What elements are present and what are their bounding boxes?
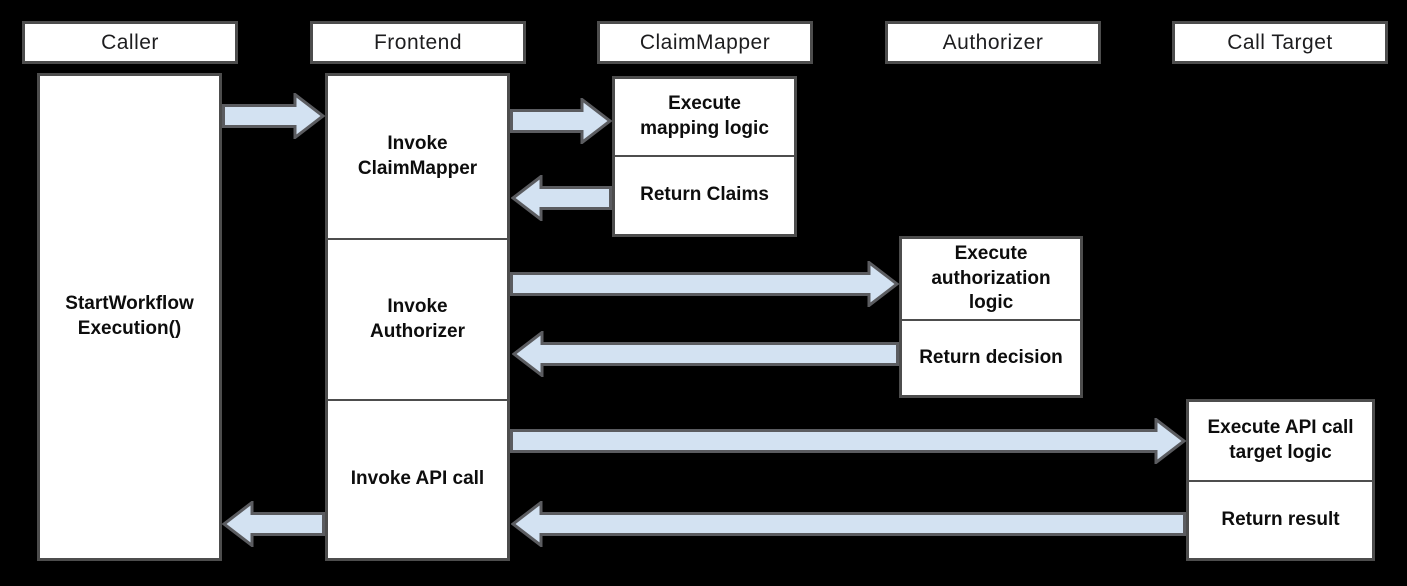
lane-header-caller-label: Caller bbox=[101, 30, 159, 54]
activation-authorizer: Execute authorization logic Return decis… bbox=[899, 236, 1083, 398]
step-return-decision: Return decision bbox=[902, 319, 1080, 395]
lane-header-caller: Caller bbox=[22, 21, 238, 64]
step-invoke-api-call-label: Invoke API call bbox=[350, 468, 485, 490]
step-return-claims-label: Return Claims bbox=[640, 184, 769, 206]
lane-header-call-target: Call Target bbox=[1172, 21, 1388, 64]
activation-caller: StartWorkflow Execution() bbox=[37, 73, 222, 561]
step-invoke-authorizer: Invoke Authorizer bbox=[328, 238, 507, 399]
lane-header-authorizer-label: Authorizer bbox=[942, 30, 1044, 54]
arrow-frontend-to-call-target bbox=[510, 418, 1186, 464]
step-return-claims: Return Claims bbox=[615, 155, 794, 234]
arrow-call-target-to-frontend bbox=[511, 501, 1186, 547]
step-invoke-api-call: Invoke API call bbox=[328, 399, 507, 558]
step-return-result-label: Return result bbox=[1221, 508, 1340, 530]
lane-header-authorizer: Authorizer bbox=[885, 21, 1101, 64]
step-return-decision-label: Return decision bbox=[919, 346, 1063, 368]
step-execute-api-call-target-logic: Execute API call target logic bbox=[1189, 402, 1372, 480]
step-execute-authorization-logic: Execute authorization logic bbox=[902, 239, 1080, 319]
arrow-authorizer-to-frontend bbox=[512, 331, 899, 377]
lane-header-frontend: Frontend bbox=[310, 21, 526, 64]
step-execute-mapping-logic: Execute mapping logic bbox=[615, 79, 794, 155]
step-return-result: Return result bbox=[1189, 480, 1372, 558]
step-execute-authorization-logic-label: Execute authorization logic bbox=[931, 242, 1051, 314]
lane-header-call-target-label: Call Target bbox=[1227, 30, 1333, 54]
activation-frontend: Invoke ClaimMapper Invoke Authorizer Inv… bbox=[325, 73, 510, 561]
lane-header-claimmapper-label: ClaimMapper bbox=[639, 30, 771, 54]
arrow-frontend-to-claimmapper bbox=[510, 98, 612, 144]
arrow-caller-to-frontend bbox=[222, 93, 325, 139]
step-execute-api-call-target-logic-label: Execute API call target logic bbox=[1207, 417, 1354, 463]
step-invoke-claimmapper-label: Invoke ClaimMapper bbox=[357, 133, 478, 179]
step-execute-mapping-logic-label: Execute mapping logic bbox=[640, 93, 769, 139]
lane-header-frontend-label: Frontend bbox=[373, 30, 463, 54]
lane-header-claimmapper: ClaimMapper bbox=[597, 21, 813, 64]
step-startworkflowexecution-label: StartWorkflow Execution() bbox=[65, 293, 194, 339]
step-startworkflowexecution: StartWorkflow Execution() bbox=[40, 76, 219, 558]
arrow-claimmapper-to-frontend bbox=[511, 175, 612, 221]
activation-claimmapper: Execute mapping logic Return Claims bbox=[612, 76, 797, 237]
arrow-frontend-to-caller bbox=[222, 501, 325, 547]
arrow-frontend-to-authorizer bbox=[510, 261, 899, 307]
step-invoke-claimmapper: Invoke ClaimMapper bbox=[328, 76, 507, 238]
activation-call-target: Execute API call target logic Return res… bbox=[1186, 399, 1375, 561]
step-invoke-authorizer-label: Invoke Authorizer bbox=[370, 295, 465, 342]
